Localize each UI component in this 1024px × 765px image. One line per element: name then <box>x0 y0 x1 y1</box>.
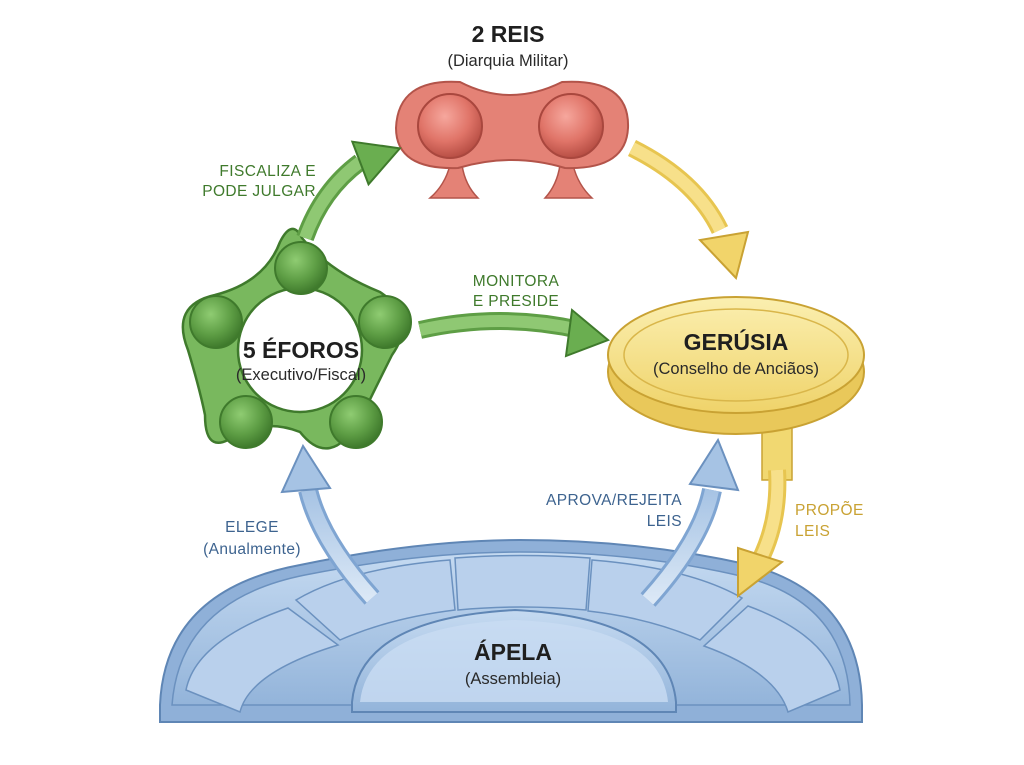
apela-block <box>454 554 591 611</box>
apela-block <box>702 605 841 714</box>
aprova-label-1: APROVA/REJEITA <box>546 492 682 509</box>
apela-subtitle: (Assembleia) <box>465 670 561 688</box>
king-circle <box>417 93 483 159</box>
monitora-label-1: MONITORA <box>473 273 560 290</box>
fiscaliza-label-2: PODE JULGAR <box>202 183 316 200</box>
propoe-label-1: PROPÕE <box>795 502 864 519</box>
eforo-circle <box>189 295 243 349</box>
apela-title: ÁPELA <box>474 638 552 665</box>
reis-title: 2 REIS <box>472 21 545 47</box>
arrow-propoe: PROPÕE LEIS <box>737 469 864 599</box>
reis-node: 2 REIS (Diarquia Militar) <box>394 21 630 199</box>
fiscaliza-label-1: FISCALIZA E <box>219 163 316 180</box>
eforo-circle <box>329 395 383 449</box>
apela-block <box>185 607 340 714</box>
arrow-monitora: MONITORA E PRESIDE <box>418 273 610 358</box>
apela-assembly: ÁPELA (Assembleia) <box>159 538 863 723</box>
apela-block <box>587 559 744 641</box>
gerusia-disk <box>607 296 865 414</box>
propoe-label-2: LEIS <box>795 523 830 540</box>
eforo-circle <box>358 295 412 349</box>
eforos-title: 5 ÉFOROS <box>243 336 359 363</box>
eforos-node: 5 ÉFOROS (Executivo/Fiscal) <box>181 227 412 450</box>
eforo-circle <box>274 241 328 295</box>
aprova-label-2: LEIS <box>647 513 682 530</box>
gerusia-title: GERÚSIA <box>684 328 789 355</box>
apela-block <box>294 559 456 641</box>
king-circle <box>538 93 604 159</box>
arrow-aprova: APROVA/REJEITA LEIS <box>546 437 740 607</box>
arrow-elege: ELEGE (Anualmente) <box>203 443 380 605</box>
monitora-label-2: E PRESIDE <box>473 293 559 310</box>
arrow-fiscaliza: FISCALIZA E PODE JULGAR <box>202 140 402 242</box>
eforos-subtitle: (Executivo/Fiscal) <box>236 366 366 384</box>
reis-subtitle: (Diarquia Militar) <box>447 52 568 70</box>
gerusia-node: GERÚSIA (Conselho de Anciãos) <box>607 296 865 481</box>
elege-label-1: ELEGE <box>225 519 279 536</box>
arrow-reis-gerusia <box>627 139 750 280</box>
gerusia-subtitle: (Conselho de Anciãos) <box>653 360 819 378</box>
elege-label-2: (Anualmente) <box>203 541 301 558</box>
eforo-circle <box>219 395 273 449</box>
